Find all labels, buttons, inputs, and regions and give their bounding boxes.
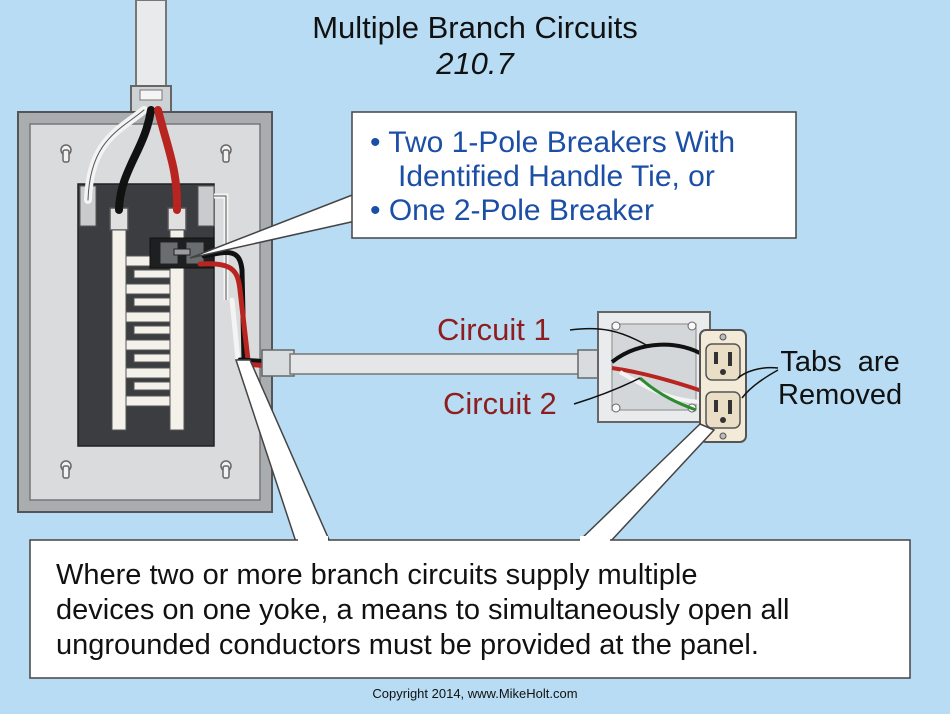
breaker-callout-text: • Two 1-Pole Breakers With Identified Ha… — [370, 126, 735, 228]
callout-line-3: • One 2-Pole Breaker — [370, 194, 654, 227]
panelboard — [17, 111, 273, 513]
note-line-1: Where two or more branch circuits supply… — [56, 559, 698, 591]
tabs-label-line-2: Removed — [778, 379, 903, 411]
note-line-3: ungrounded conductors must be provided a… — [56, 629, 759, 661]
callout-line-1: • Two 1-Pole Breakers With — [370, 126, 736, 159]
tabs-label-line-1: Tabs are — [780, 346, 900, 378]
circuit-2-label: Circuit 2 — [443, 386, 557, 421]
diagram-title: Multiple Branch Circuits — [312, 10, 638, 45]
device-box — [597, 311, 711, 423]
breaker-callout — [189, 111, 797, 259]
callout-line-2: Identified Handle Tie, or — [398, 160, 715, 193]
service-conduit — [130, 0, 172, 113]
circuit-1-label: Circuit 1 — [437, 312, 551, 347]
note-line-2: devices on one yoke, a means to simultan… — [56, 594, 790, 626]
code-reference: 210.7 — [436, 46, 514, 81]
copyright: Copyright 2014, www.MikeHolt.com — [372, 686, 578, 701]
tabs-removed-label: Tabs are Removed — [778, 346, 902, 412]
branch-conduit — [261, 349, 605, 379]
note-callout — [29, 359, 911, 679]
service-conductors — [84, 106, 182, 214]
leader-lines — [569, 327, 779, 405]
bus-stabs — [111, 229, 185, 431]
duplex-receptacle — [699, 329, 747, 443]
note-text: Where two or more branch circuits supply… — [56, 558, 790, 663]
mounting-keyholes — [60, 144, 232, 479]
